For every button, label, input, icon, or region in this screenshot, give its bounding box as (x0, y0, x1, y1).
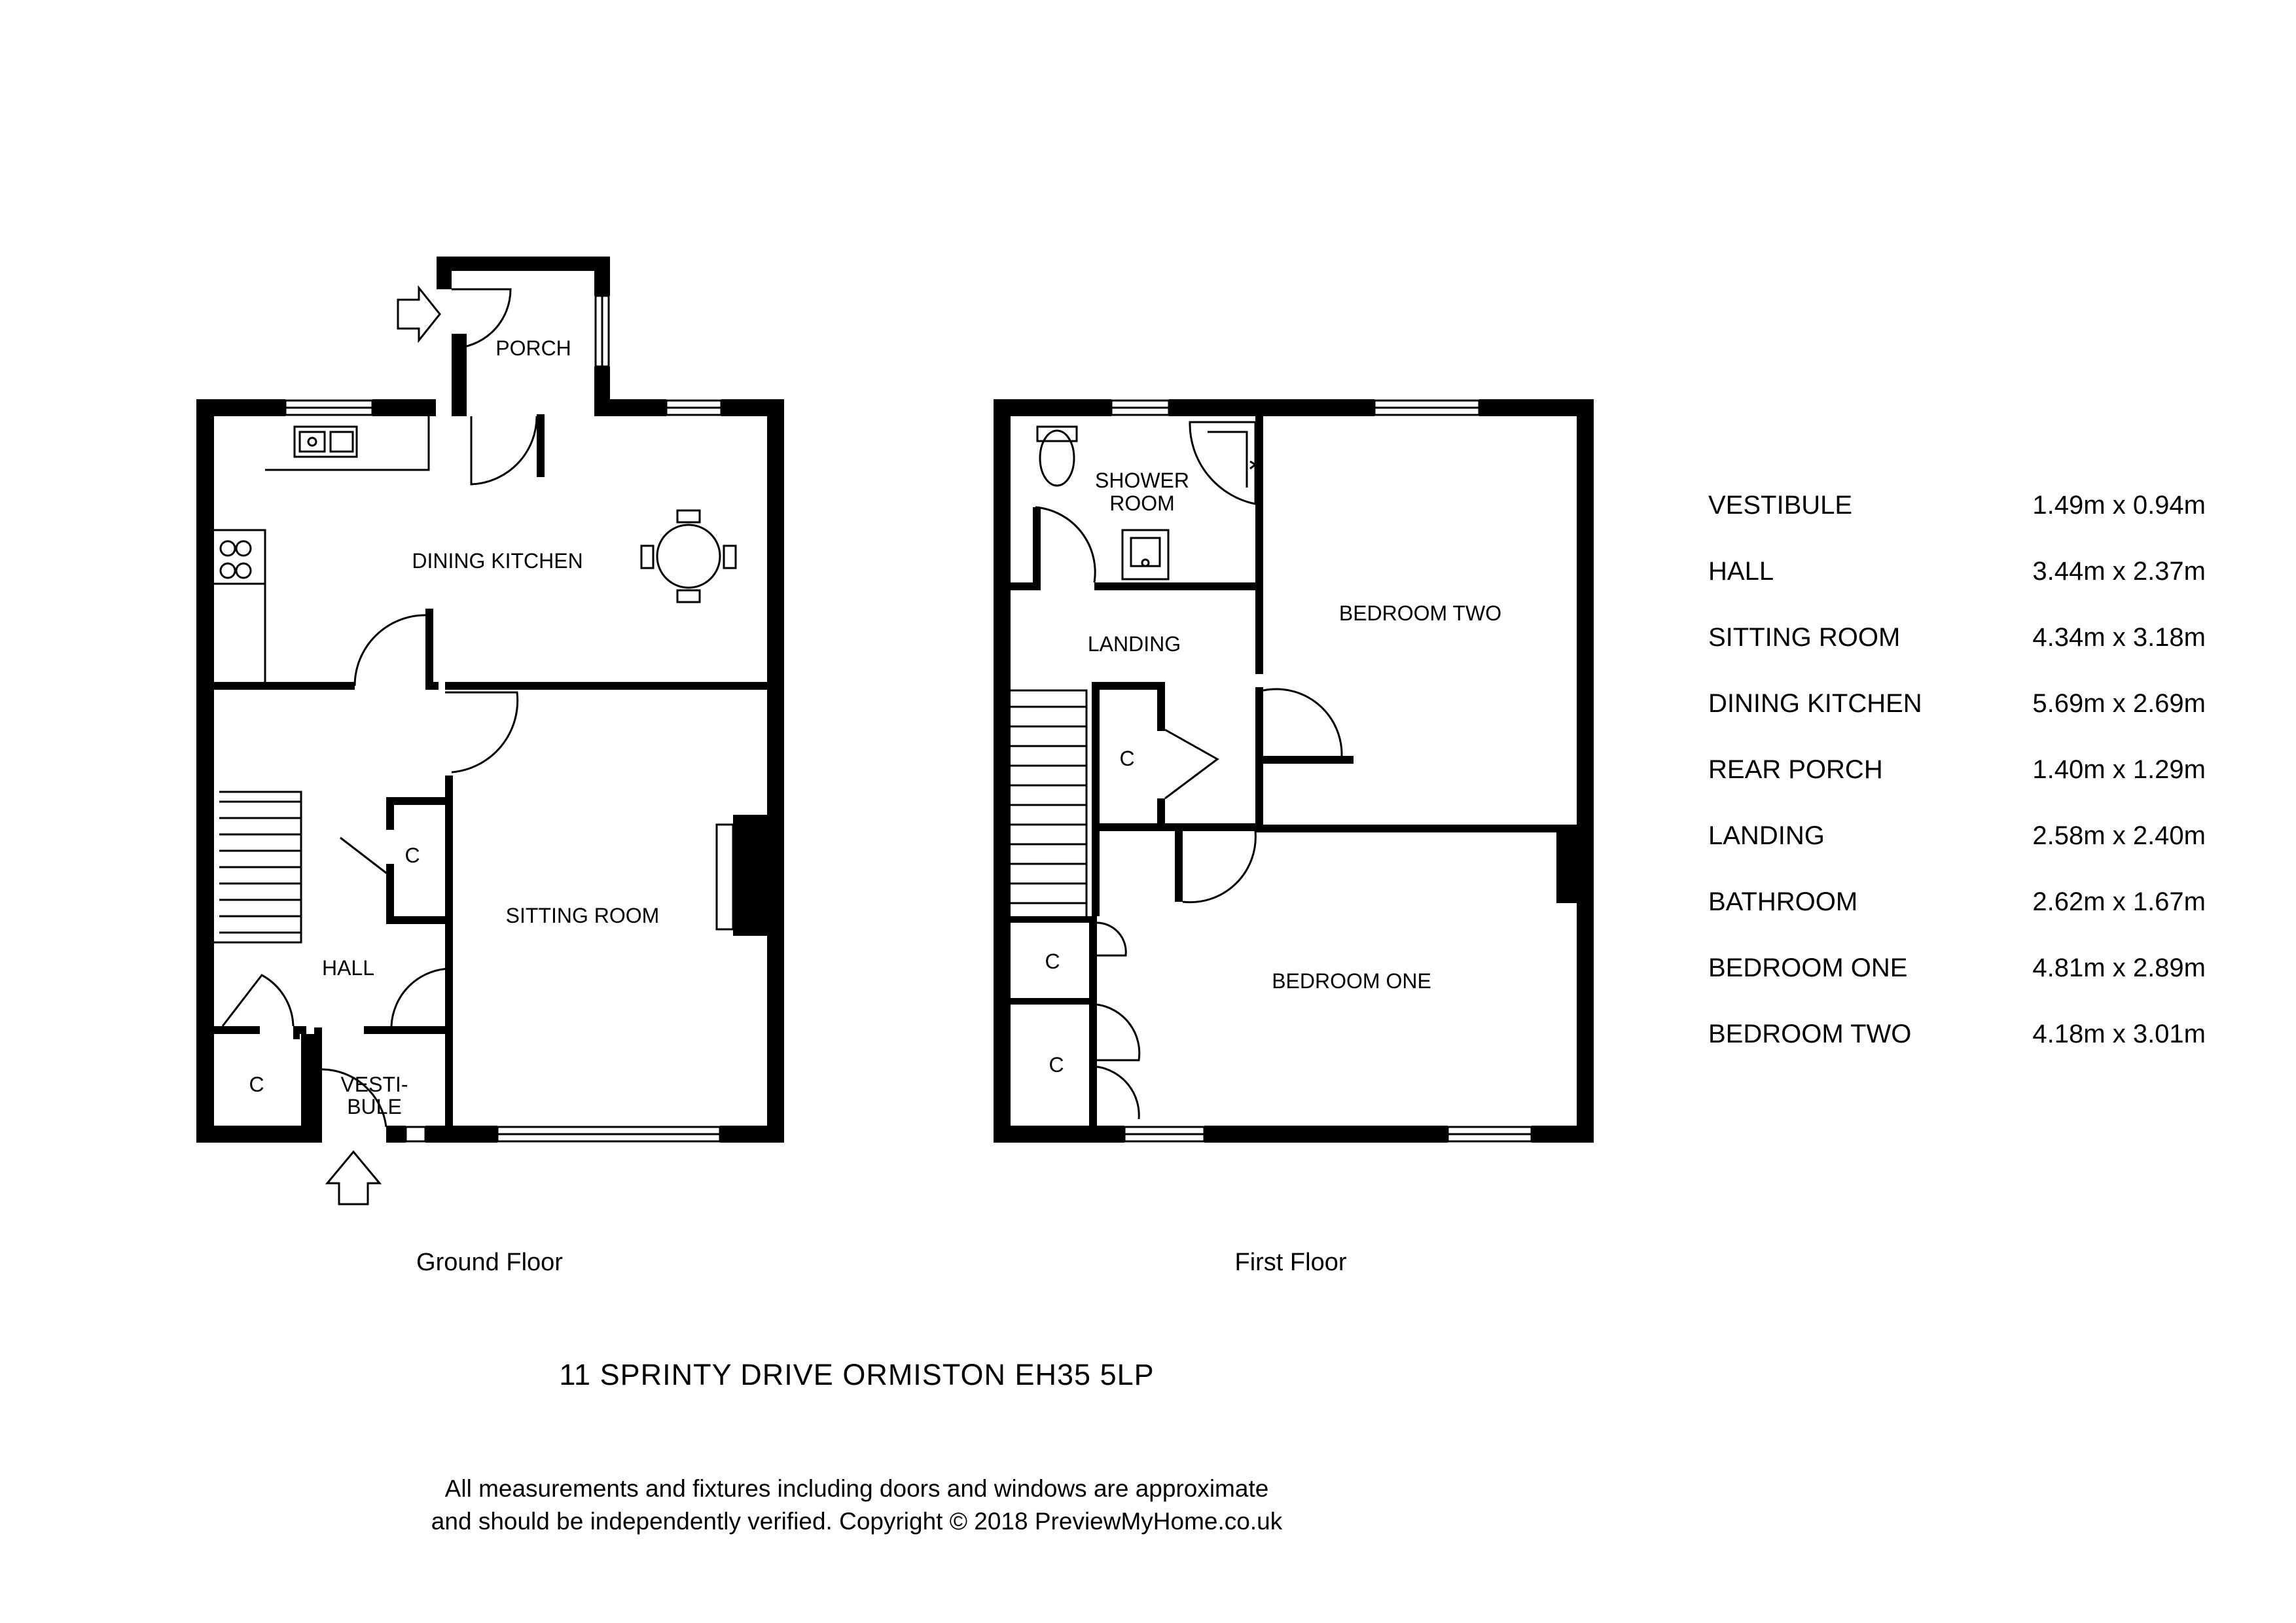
property-address: 11 SPRINTY DRIVE ORMISTON EH35 5LP (559, 1358, 1155, 1391)
room-schedule: VESTIBULE 1.49m x 0.94m HALL 3.44m x 2.37m… (1708, 491, 2206, 1086)
label-wardrobe-2: C (1049, 1053, 1064, 1077)
schedule-row: VESTIBULE 1.49m x 0.94m (1708, 491, 2206, 557)
label-hall: HALL (322, 956, 374, 980)
room-dimensions: 4.34m x 3.18m (2032, 623, 2206, 652)
label-wardrobe-1: C (1045, 950, 1060, 973)
label-bedroom-two: BEDROOM TWO (1339, 601, 1501, 625)
label-landing: LANDING (1088, 632, 1181, 656)
room-name: REAR PORCH (1708, 755, 1883, 784)
schedule-row: SITTING ROOM 4.34m x 3.18m (1708, 623, 2206, 689)
first-floor-caption: First Floor (1234, 1249, 1347, 1276)
label-shower-room-line1: SHOWER (1095, 469, 1189, 492)
label-vestibule-line2: BULE (347, 1095, 402, 1118)
room-dimensions: 2.58m x 2.40m (2032, 821, 2206, 850)
ground-floor-fixtures (214, 285, 737, 1205)
label-shower-room-line2: ROOM (1109, 491, 1175, 515)
schedule-row: BEDROOM ONE 4.81m x 2.89m (1708, 954, 2206, 1020)
first-floor-plan (994, 399, 1594, 1143)
first-floor-fixtures (1011, 399, 1533, 1143)
room-name: BEDROOM ONE (1708, 954, 1908, 982)
room-dimensions: 1.49m x 0.94m (2032, 491, 2206, 520)
label-vestibule-cupboard: C (249, 1073, 264, 1096)
room-labels: PORCH DINING KITCHEN SITTING ROOM HALL V… (249, 336, 1501, 1118)
label-dining-kitchen: DINING KITCHEN (412, 549, 583, 573)
room-name: LANDING (1708, 821, 1825, 850)
room-name: SITTING ROOM (1708, 623, 1901, 652)
room-dimensions: 3.44m x 2.37m (2032, 557, 2206, 586)
room-dimensions: 4.18m x 3.01m (2032, 1020, 2206, 1048)
room-name: BEDROOM TWO (1708, 1020, 1912, 1048)
label-landing-cupboard: C (1119, 747, 1134, 770)
room-dimensions: 2.62m x 1.67m (2032, 887, 2206, 916)
room-dimensions: 5.69m x 2.69m (2032, 689, 2206, 718)
label-sitting-room: SITTING ROOM (506, 904, 660, 927)
disclaimer-line-1: All measurements and fixtures including … (444, 1475, 1269, 1502)
room-name: HALL (1708, 557, 1774, 586)
disclaimer-line-2: and should be independently verified. Co… (431, 1508, 1283, 1535)
ground-floor-plan (196, 257, 784, 1143)
label-hall-cupboard: C (404, 844, 420, 867)
room-name: VESTIBULE (1708, 491, 1853, 520)
schedule-row: HALL 3.44m x 2.37m (1708, 557, 2206, 623)
schedule-row: REAR PORCH 1.40m x 1.29m (1708, 755, 2206, 821)
schedule-row: BEDROOM TWO 4.18m x 3.01m (1708, 1020, 2206, 1086)
disclaimer: All measurements and fixtures including … (431, 1472, 1282, 1538)
room-name: DINING KITCHEN (1708, 689, 1922, 718)
room-dimensions: 4.81m x 2.89m (2032, 954, 2206, 982)
label-porch: PORCH (495, 336, 571, 360)
label-vestibule-line1: VESTI- (340, 1073, 408, 1096)
ground-floor-caption: Ground Floor (416, 1249, 563, 1276)
schedule-row: LANDING 2.58m x 2.40m (1708, 821, 2206, 887)
label-bedroom-one: BEDROOM ONE (1272, 969, 1431, 993)
schedule-row: BATHROOM 2.62m x 1.67m (1708, 887, 2206, 954)
room-name: BATHROOM (1708, 887, 1858, 916)
room-dimensions: 1.40m x 1.29m (2032, 755, 2206, 784)
schedule-row: DINING KITCHEN 5.69m x 2.69m (1708, 689, 2206, 755)
